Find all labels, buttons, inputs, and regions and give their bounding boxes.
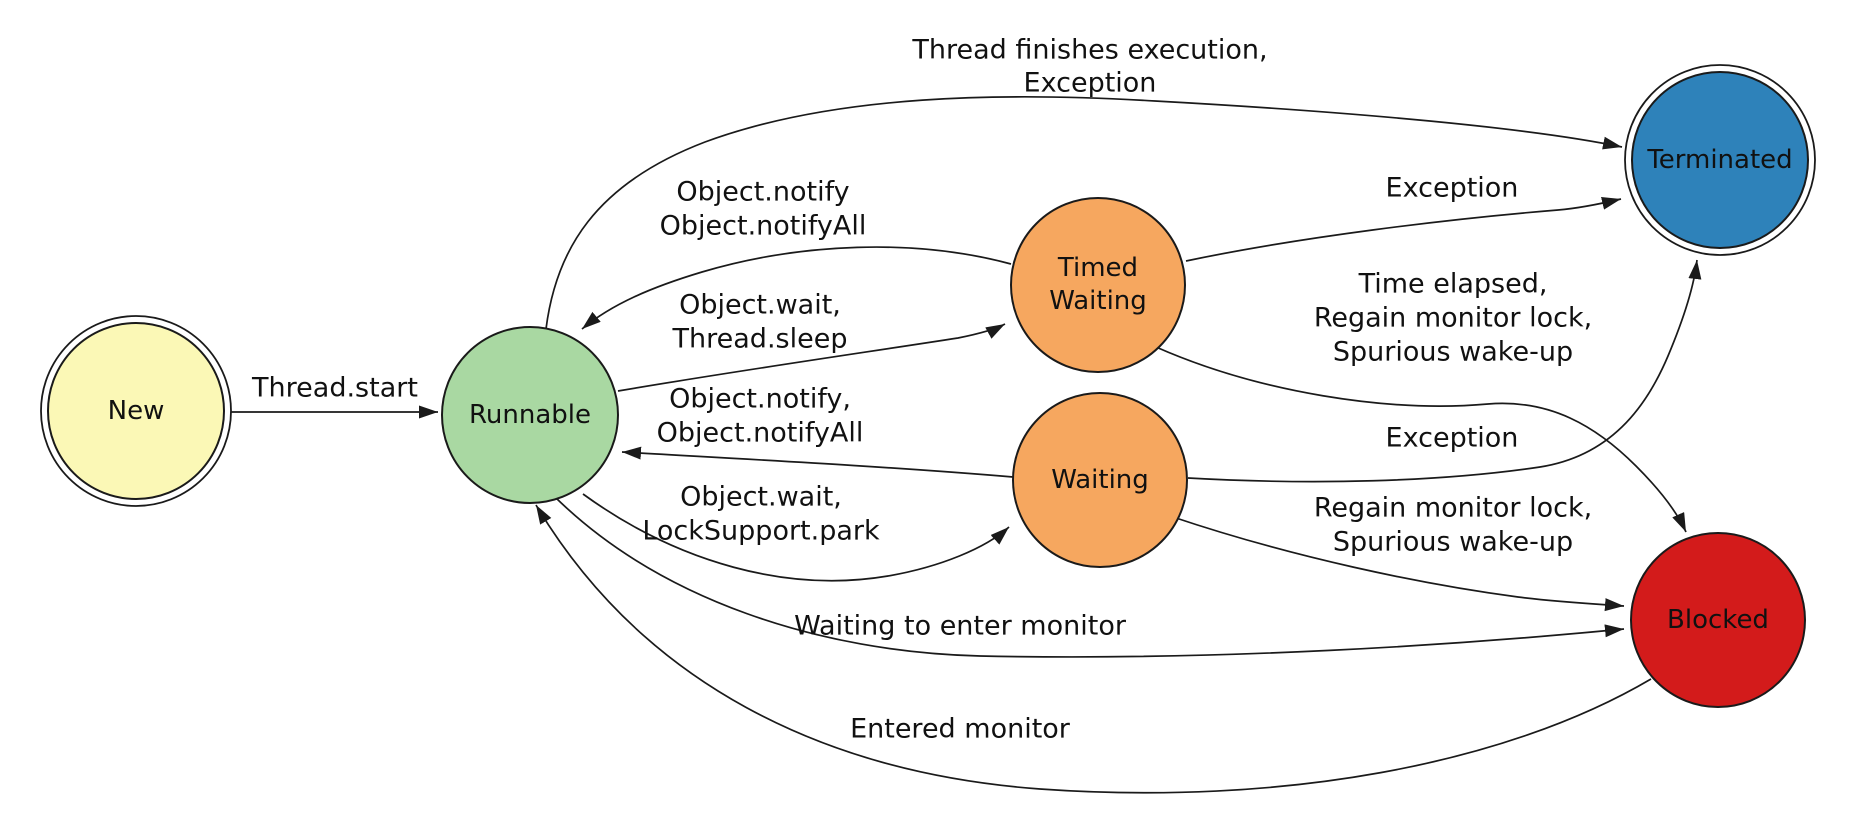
blocked-label: Blocked — [1667, 605, 1769, 635]
edge-label-entered-monitor: Entered monitor — [850, 714, 1071, 745]
edge-blocked-to-runnable — [535, 504, 1652, 794]
edge-runnable-to-timed-waiting — [617, 323, 1006, 392]
edge-label-exception-upper: Exception — [1386, 173, 1519, 204]
edge-label-wait-sleep-line1: Object.wait, — [679, 290, 841, 321]
timed-waiting-circle — [1010, 197, 1186, 373]
state-node-terminated: Terminated — [1624, 64, 1816, 256]
edge-waiting-to-runnable — [621, 446, 1014, 478]
runnable-label: Runnable — [469, 400, 591, 430]
waiting-label: Waiting — [1051, 465, 1149, 495]
edge-runnable-to-terminated — [545, 95, 1623, 330]
state-node-waiting: Waiting — [1012, 392, 1188, 568]
edge-runnable-to-waiting — [582, 493, 1010, 582]
edge-label-time-elapsed-line3: Spurious wake-up — [1333, 337, 1573, 368]
edge-label-notify-line1: Object.notify — [676, 177, 849, 208]
edge-label-wait-park-line2: LockSupport.park — [642, 516, 880, 547]
new-circle — [47, 322, 225, 500]
edge-label-thread-finishes-line1: Thread finishes execution, — [911, 35, 1267, 66]
edges — [231, 95, 1702, 794]
edge-waiting-to-terminated — [1187, 259, 1702, 483]
state-node-blocked: Blocked — [1630, 532, 1806, 708]
edge-label-wait-sleep-line2: Thread.sleep — [672, 324, 848, 355]
edge-timed-waiting-to-terminated — [1185, 197, 1622, 262]
edge-timed-waiting-to-runnable — [581, 246, 1012, 330]
state-node-new: New — [40, 315, 232, 507]
terminated-circle — [1631, 71, 1809, 249]
edge-label-regain-line2: Spurious wake-up — [1333, 527, 1573, 558]
edge-waiting-to-blocked — [1172, 516, 1625, 612]
edge-label-time-elapsed-line2: Regain monitor lock, — [1314, 303, 1592, 334]
edge-label-thread-start: Thread.start — [251, 373, 418, 404]
edge-label-thread-finishes-line2: Exception — [1024, 68, 1157, 99]
edge-label-regain-line1: Regain monitor lock, — [1314, 493, 1592, 524]
waiting-circle — [1012, 392, 1188, 568]
edge-labels: Thread.start Thread finishes execution, … — [251, 35, 1592, 745]
state-node-runnable: Runnable — [441, 326, 619, 504]
terminated-label: Terminated — [1646, 145, 1792, 175]
nodes: New Runnable Timed Waiting Waiting — [40, 64, 1816, 708]
new-label: New — [108, 396, 165, 426]
timed-waiting-label-line1: Timed — [1057, 253, 1138, 283]
edge-label-waiting-to-enter-monitor: Waiting to enter monitor — [794, 611, 1127, 642]
edge-label-notify2-line2: Object.notifyAll — [657, 418, 864, 449]
edge-timed-waiting-to-blocked — [1155, 346, 1687, 533]
timed-waiting-label-line2: Waiting — [1049, 286, 1147, 316]
blocked-circle — [1630, 532, 1806, 708]
edge-label-notify2-line1: Object.notify, — [669, 384, 851, 415]
edge-runnable-to-blocked — [554, 496, 1625, 658]
edge-label-time-elapsed-line1: Time elapsed, — [1358, 269, 1548, 300]
runnable-circle — [441, 326, 619, 504]
edge-label-notify-line2: Object.notifyAll — [660, 211, 867, 242]
edge-label-exception-lower: Exception — [1386, 423, 1519, 454]
edge-label-wait-park-line1: Object.wait, — [680, 482, 842, 513]
state-node-timed-waiting: Timed Waiting — [1010, 197, 1186, 373]
